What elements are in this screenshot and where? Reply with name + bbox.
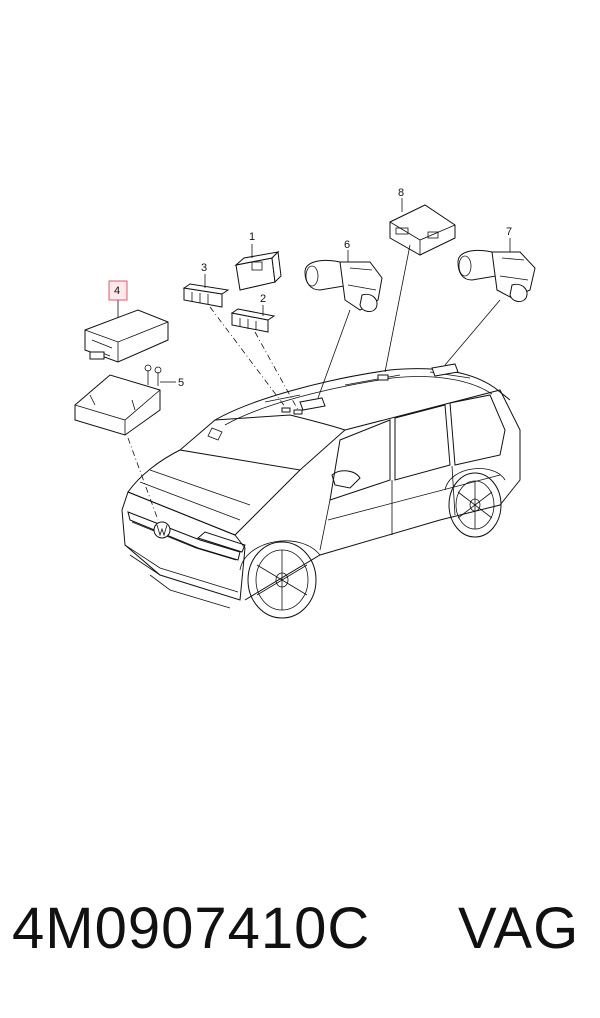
part-7-sensor <box>444 238 536 366</box>
part-6-sensor <box>304 250 383 399</box>
footer: 4M0907410C VAG <box>0 895 600 975</box>
front-wheel <box>247 541 317 619</box>
part-2-connector <box>230 305 299 411</box>
callout-2: 2 <box>260 293 266 305</box>
callout-1: 1 <box>249 231 255 243</box>
part-5-mounting-bracket <box>74 364 176 436</box>
callout-8: 8 <box>398 187 404 199</box>
vehicle-suv <box>121 363 521 619</box>
part-number: 4M0907410C <box>12 896 371 961</box>
callout-4-highlight-box <box>108 280 128 301</box>
callout-3: 3 <box>201 262 207 274</box>
callout-6: 6 <box>344 239 350 251</box>
brand-label: VAG <box>458 896 580 961</box>
callout-7: 7 <box>506 226 512 238</box>
part-4-airbag-control-unit <box>84 300 169 521</box>
rear-wheel <box>448 472 502 538</box>
part-3-connector <box>182 274 287 409</box>
part-1-sensor-module <box>234 244 282 291</box>
part-8-control-module <box>384 198 456 373</box>
callout-4: 4 <box>114 285 120 297</box>
callout-5: 5 <box>178 377 184 389</box>
